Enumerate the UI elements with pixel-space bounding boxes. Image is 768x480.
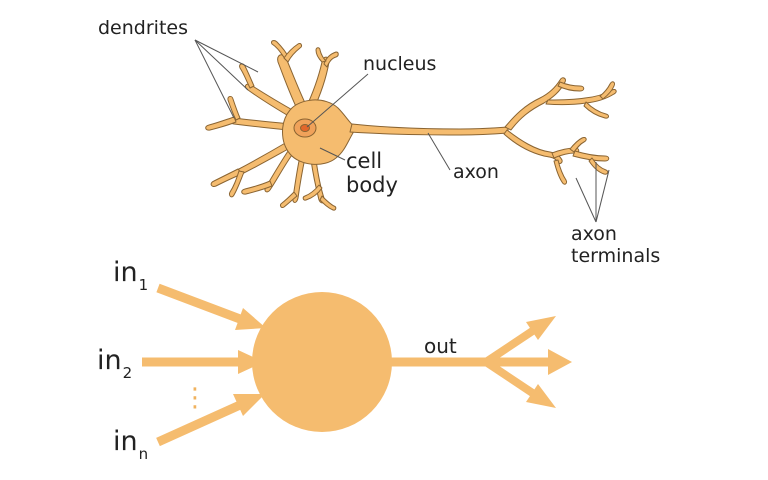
axon bbox=[349, 123, 509, 136]
label-cell-body-line2: body bbox=[346, 173, 398, 197]
neuron-body-circle bbox=[252, 292, 392, 432]
label-axon-terminals-line1: axon bbox=[571, 223, 617, 245]
pointer-lines bbox=[194, 39, 610, 223]
output-arrows bbox=[390, 316, 572, 408]
biological-neuron bbox=[205, 40, 617, 211]
label-axon-terminals-line2: terminals bbox=[571, 245, 660, 267]
input-arrow-n bbox=[156, 394, 265, 447]
input-arrow-2 bbox=[142, 350, 264, 374]
input-ellipsis: ⋮ bbox=[182, 383, 208, 413]
label-nucleus: nucleus bbox=[363, 53, 436, 75]
axon-terminals bbox=[503, 77, 617, 185]
input-label-n: inn bbox=[113, 426, 148, 463]
input-label-2: in2 bbox=[97, 345, 132, 382]
artificial-neuron: ⋮ in1 in2 inn out bbox=[97, 257, 572, 463]
input-label-1: in1 bbox=[113, 257, 148, 294]
label-cell-body-line1: cell bbox=[346, 149, 382, 173]
input-arrow-1 bbox=[156, 283, 266, 330]
cell-body bbox=[282, 99, 357, 165]
label-dendrites: dendrites bbox=[98, 17, 188, 39]
dendrites bbox=[205, 40, 339, 211]
output-label: out bbox=[424, 334, 457, 358]
label-axon: axon bbox=[453, 161, 499, 183]
